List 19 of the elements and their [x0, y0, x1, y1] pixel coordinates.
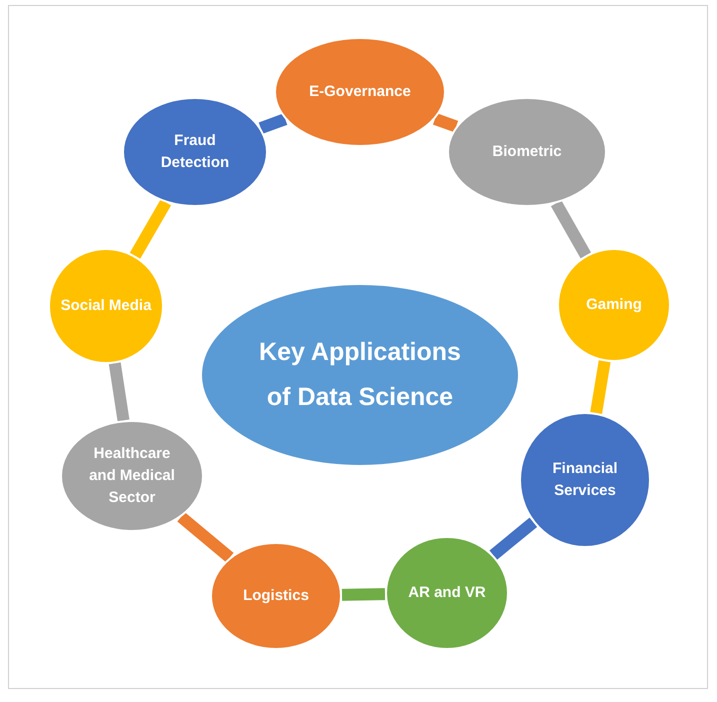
- connector-line: [590, 360, 611, 414]
- node-label: Social Media: [60, 296, 152, 316]
- node-label: Healthcare and Medical Sector: [88, 444, 176, 508]
- node-label: Logistics: [242, 586, 310, 606]
- node-label: Gaming: [585, 295, 643, 316]
- connector-line: [432, 113, 458, 132]
- connector-line: [489, 518, 538, 560]
- node-label: Key Applications of Data Science: [258, 337, 462, 413]
- node-label: Financial Services: [551, 459, 619, 501]
- connector-line: [550, 200, 592, 258]
- connector-line: [130, 199, 172, 259]
- node-label: Fraud Detection: [160, 131, 230, 173]
- node-label: Biometric: [491, 142, 563, 162]
- connector-line: [342, 588, 386, 601]
- connector-line: [108, 362, 130, 422]
- connector-line: [258, 114, 288, 134]
- node-label: AR and VR: [407, 583, 487, 604]
- node-label: E-Governance: [308, 82, 412, 102]
- connector-line: [177, 512, 234, 562]
